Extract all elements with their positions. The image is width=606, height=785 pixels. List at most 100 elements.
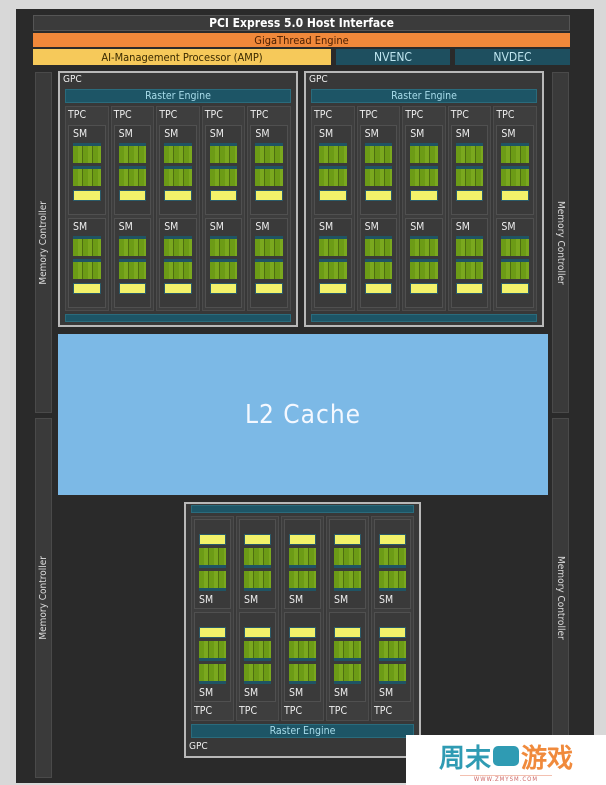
tpc-block: TPC SM SM xyxy=(191,516,234,721)
sm-block: SM xyxy=(450,125,489,215)
rt-core xyxy=(334,627,361,638)
sm-label: SM xyxy=(289,687,304,699)
cuda-core-array xyxy=(244,664,271,684)
rt-core xyxy=(209,190,238,201)
cuda-core-array xyxy=(289,664,316,684)
sm-block: SM xyxy=(204,218,243,308)
rt-core xyxy=(73,283,101,294)
sm-block: SM xyxy=(359,218,398,308)
rt-core xyxy=(118,190,147,201)
gpc-label: GPC xyxy=(63,74,82,85)
sm-label: SM xyxy=(244,594,259,606)
sm-block: SM xyxy=(329,519,366,609)
rt-core xyxy=(319,283,347,294)
sm-block: SM xyxy=(159,218,197,308)
tpc-block: TPC SM SM xyxy=(402,106,446,311)
cuda-core-array xyxy=(364,143,393,163)
rt-core xyxy=(73,190,101,201)
cuda-core-array xyxy=(244,548,271,568)
cuda-core-array xyxy=(73,236,101,256)
sm-label: SM xyxy=(209,221,224,233)
rt-core xyxy=(199,627,226,638)
sm-label: SM xyxy=(379,594,394,606)
sm-label: SM xyxy=(410,221,425,233)
cuda-core-array xyxy=(289,548,316,568)
rt-core xyxy=(501,283,529,294)
sm-label: SM xyxy=(455,128,470,140)
gigathread-engine: GigaThread Engine xyxy=(33,33,570,47)
sm-block: SM xyxy=(68,125,106,215)
pci-express-host-interface: PCI Express 5.0 Host Interface xyxy=(33,15,570,31)
cuda-core-array xyxy=(164,259,192,279)
sm-block: SM xyxy=(450,218,489,308)
cuda-core-array xyxy=(244,641,271,661)
cuda-core-array xyxy=(410,166,438,186)
cuda-core-array xyxy=(118,236,147,256)
sm-label: SM xyxy=(455,221,470,233)
rt-core xyxy=(334,534,361,545)
rt-core xyxy=(364,190,393,201)
cuda-core-array xyxy=(455,259,484,279)
cuda-core-array xyxy=(501,259,529,279)
rt-core xyxy=(379,534,406,545)
cuda-core-array xyxy=(334,548,361,568)
rt-core xyxy=(164,283,192,294)
sm-block: SM xyxy=(314,125,352,215)
tpc-block: TPC SM SM xyxy=(281,516,324,721)
l2-cache: L2 Cache xyxy=(58,334,548,495)
tpc-label: TPC xyxy=(405,109,424,121)
sm-label: SM xyxy=(118,128,133,140)
cuda-core-array xyxy=(199,571,226,591)
rt-core xyxy=(379,627,406,638)
cuda-core-array xyxy=(379,641,406,661)
cuda-core-array xyxy=(501,166,529,186)
sm-label: SM xyxy=(379,687,394,699)
rt-core xyxy=(455,283,484,294)
rt-core xyxy=(209,283,238,294)
rt-core xyxy=(164,190,192,201)
cuda-core-array xyxy=(501,143,529,163)
raster-engine: Raster Engine xyxy=(311,89,537,103)
tpc-label: TPC xyxy=(329,705,348,717)
sm-label: SM xyxy=(319,221,334,233)
cuda-core-array xyxy=(364,259,393,279)
cuda-core-array xyxy=(73,143,101,163)
cuda-core-array xyxy=(455,166,484,186)
sm-block: SM xyxy=(194,519,231,609)
rt-core xyxy=(289,534,316,545)
sm-label: SM xyxy=(73,128,88,140)
watermark-logo: 周末游戏 WWW.ZMYSM.COM xyxy=(406,735,606,785)
cuda-core-array xyxy=(334,571,361,591)
cuda-core-array xyxy=(118,259,147,279)
sm-block: SM xyxy=(405,218,443,308)
memory-controller-label: Memory Controller xyxy=(555,200,566,285)
cuda-core-array xyxy=(379,664,406,684)
cuda-core-array xyxy=(209,166,238,186)
sm-label: SM xyxy=(364,128,379,140)
tpc-label: TPC xyxy=(204,109,223,121)
sm-label: SM xyxy=(199,687,214,699)
sm-label: SM xyxy=(164,128,179,140)
watermark-text: 游戏 xyxy=(521,743,574,774)
ai-management-processor: AI-Management Processor (AMP) xyxy=(33,49,331,65)
sm-label: SM xyxy=(319,128,334,140)
cuda-core-array xyxy=(289,641,316,661)
tpc-label: TPC xyxy=(284,705,303,717)
memory-controller-label: Memory Controller xyxy=(555,556,566,640)
rt-core xyxy=(319,190,347,201)
sm-block: SM xyxy=(284,519,321,609)
cuda-core-array xyxy=(255,143,283,163)
sm-label: SM xyxy=(289,594,304,606)
rt-core xyxy=(410,283,438,294)
sm-block: SM xyxy=(329,612,366,702)
sm-block: SM xyxy=(405,125,443,215)
memory-controller: Memory Controller xyxy=(35,72,52,413)
cuda-core-array xyxy=(410,143,438,163)
rt-core xyxy=(244,534,271,545)
cuda-core-array xyxy=(255,166,283,186)
sm-label: SM xyxy=(73,221,88,233)
tpc-label: TPC xyxy=(194,705,213,717)
cuda-core-array xyxy=(364,236,393,256)
